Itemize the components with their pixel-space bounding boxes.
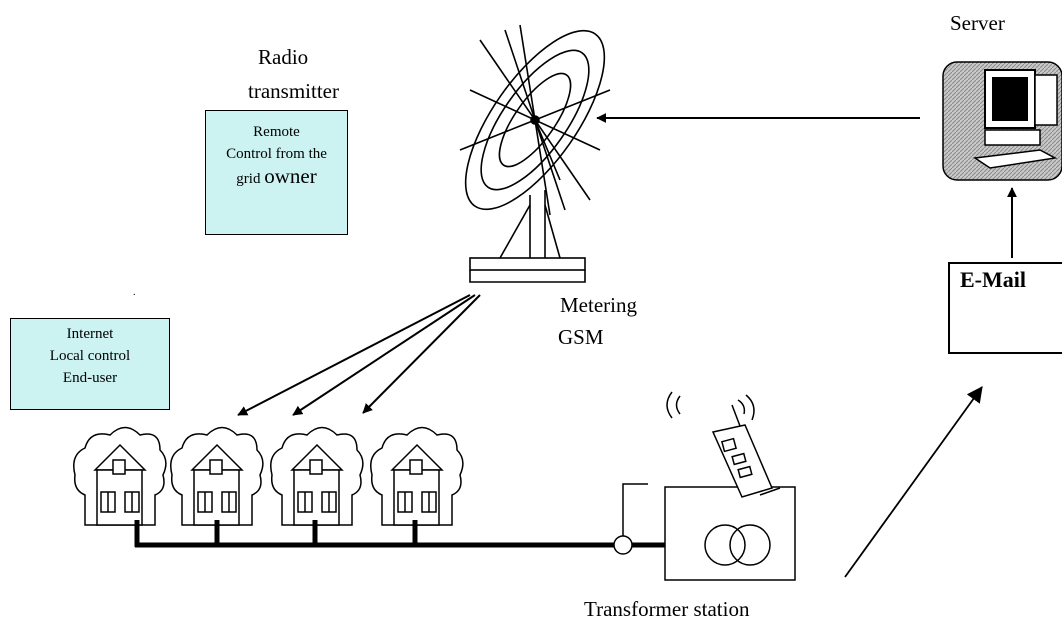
- internet-box-line1: Internet: [66, 326, 114, 342]
- mobile-phone-icon: [666, 391, 781, 498]
- transformer-station-label: Transformer station: [584, 597, 750, 621]
- radio-transmitter-label-line2: transmitter: [248, 79, 339, 103]
- metering-label-line2: GSM: [558, 325, 604, 349]
- arrow-transformer-to-email: [844, 386, 983, 578]
- remote-box-line3: grid owner: [206, 165, 347, 190]
- stray-dot: .: [133, 287, 136, 298]
- internet-box-line2: Local control: [49, 348, 131, 364]
- radio-transmitter-label-line1: Radio: [258, 45, 309, 69]
- arrows-transmitter-to-houses: [237, 294, 481, 416]
- remote-box-line3-large: owner: [264, 164, 317, 188]
- metering-label-line1: Metering: [560, 293, 637, 317]
- house-icon: [73, 426, 464, 526]
- remote-box-line2: Control from the: [226, 146, 327, 162]
- current-sensor: [613, 483, 648, 555]
- email-label: E-Mail: [960, 267, 1026, 292]
- internet-box: Internet Local control End-user: [10, 318, 170, 410]
- server-label: Server: [950, 11, 1005, 35]
- satellite-dish-icon: [459, 24, 611, 283]
- internet-box-line3: End-user: [62, 370, 118, 386]
- power-line: [134, 520, 700, 548]
- remote-box-line1: Remote: [253, 124, 300, 140]
- computer-icon: [942, 61, 1062, 181]
- email-box: E-Mail: [948, 262, 1062, 354]
- remote-control-box: Remote Control from the grid owner: [205, 110, 348, 235]
- remote-box-line3-small: grid: [236, 171, 261, 187]
- transformer-icon: [664, 486, 796, 581]
